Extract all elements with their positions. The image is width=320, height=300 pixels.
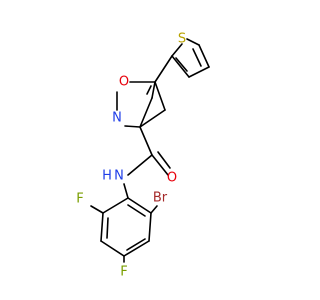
atom-br: Br [153, 191, 168, 206]
atom-s: S [178, 32, 186, 47]
biaryl-bond [154, 55, 173, 83]
c-br-bond [150, 205, 158, 214]
atom-o2: O [167, 171, 177, 186]
phenyl-ring [100, 197, 152, 257]
atom-nh-n: N [114, 169, 124, 184]
amide-group [127, 126, 171, 176]
thiophene-ring [171, 38, 210, 78]
atom-nh-h: H [102, 169, 112, 184]
atom-f1: F [76, 192, 83, 207]
molecule-diagram: S O N O N H Br F F [76, 32, 210, 280]
atom-n1: N [112, 111, 122, 126]
atom-o1: O [119, 75, 129, 90]
isoxazole-ring [116, 81, 166, 128]
n-aryl-bond [123, 183, 129, 199]
structure-drawing: S O N O N H Br F F [76, 32, 210, 280]
c-f-bond-1 [90, 205, 104, 214]
atom-f2: F [120, 265, 127, 280]
